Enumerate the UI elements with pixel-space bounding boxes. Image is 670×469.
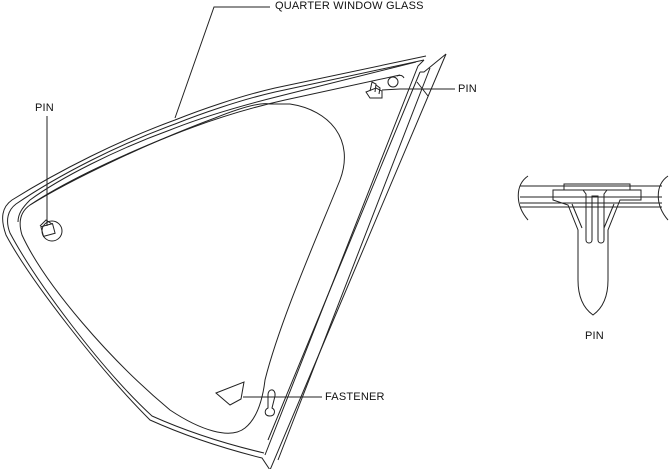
pin-right-part bbox=[365, 81, 383, 99]
quarter-window-glass-label: QUARTER WINDOW GLASS bbox=[275, 0, 424, 12]
fastener-label: FASTENER bbox=[325, 391, 385, 403]
leader-lines bbox=[46, 6, 455, 398]
quarter-window-glass bbox=[2, 53, 447, 469]
pin-right-label: PIN bbox=[458, 83, 477, 95]
pin-left-part bbox=[39, 219, 63, 242]
fastener-part bbox=[215, 381, 276, 417]
pin-left-label: PIN bbox=[35, 102, 54, 114]
pin-detail-drawing bbox=[517, 175, 669, 316]
pin-detail-label: PIN bbox=[585, 330, 604, 342]
